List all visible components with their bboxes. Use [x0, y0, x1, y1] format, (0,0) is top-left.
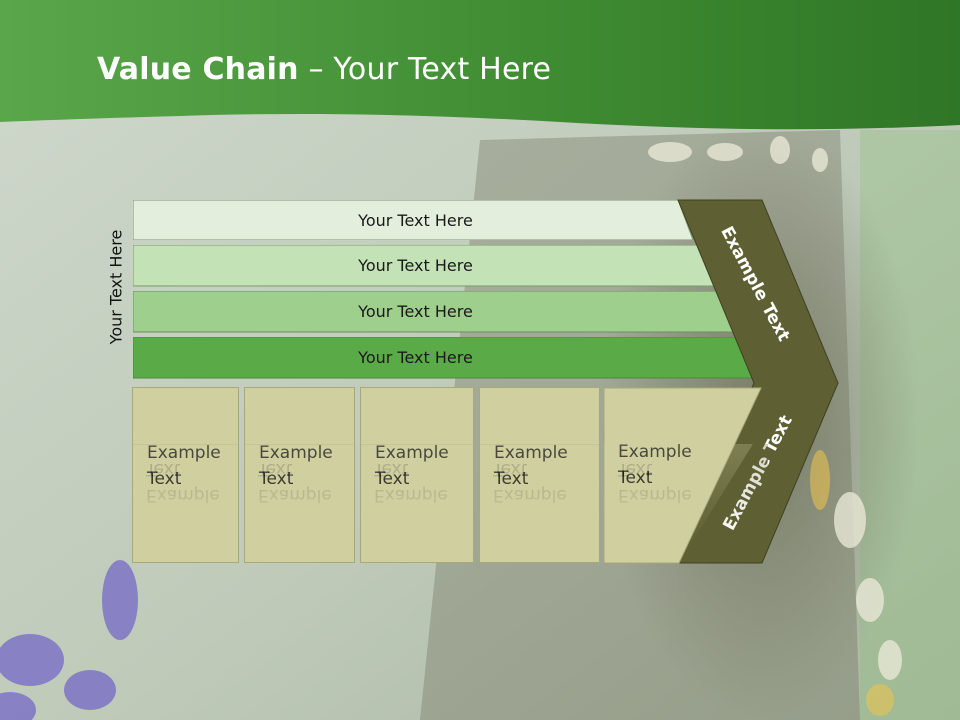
- activity-box-text: Example Text: [147, 440, 221, 492]
- value-bar-label: Your Text Here: [358, 255, 473, 275]
- activity-box-3: Example Text: [360, 387, 474, 563]
- activity-box-5-shape: [603, 387, 762, 564]
- activity-box-2: Example Text: [244, 387, 355, 563]
- slide-title: Value Chain – Your Text Here: [97, 52, 552, 87]
- box-reflection: Example Text: [132, 444, 239, 564]
- value-bar-label: Your Text Here: [358, 301, 473, 321]
- value-bar-label: Your Text Here: [358, 347, 473, 367]
- activity-box-1: Example Text: [132, 387, 239, 563]
- value-bar-label: Your Text Here: [358, 210, 473, 230]
- activity-box-4: Example Text: [479, 387, 600, 563]
- box-reflection: Example Text: [244, 444, 355, 564]
- activity-box-text: Example Text: [494, 440, 568, 492]
- activity-box-5: Example Text: [603, 387, 703, 563]
- activity-box-text: Example Text: [618, 439, 692, 491]
- activity-box-text: Example Text: [375, 440, 449, 492]
- box-reflection: Example Text: [479, 444, 600, 564]
- box-reflection: Example Text: [360, 444, 474, 564]
- activity-box-text: Example Text: [259, 440, 333, 492]
- box-reflection: Example Text: [603, 444, 773, 564]
